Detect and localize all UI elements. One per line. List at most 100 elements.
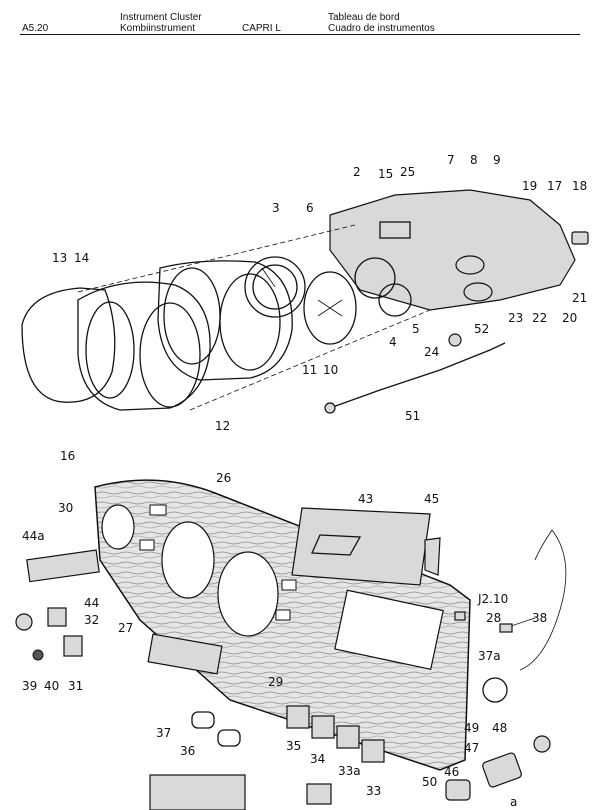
cluster-bezel: [77, 281, 211, 411]
callout-39: 39: [22, 679, 37, 693]
cable-clip-28: [454, 611, 466, 621]
callout-36: 36: [180, 744, 195, 758]
dashboard-panel-view: [15, 479, 567, 810]
callout-40: 40: [44, 679, 59, 693]
title-french: Tableau de bord: [328, 12, 400, 23]
callout-a: a: [510, 795, 517, 809]
callout-44a: 44a: [22, 529, 45, 543]
cluster-clip: [571, 231, 589, 245]
callout-33: 33: [366, 784, 381, 798]
cluster-lens: [21, 287, 116, 403]
callout-38: 38: [532, 611, 547, 625]
callout-22: 22: [532, 311, 547, 325]
switch-housing: [63, 635, 83, 657]
callout-33a: 33a: [338, 764, 361, 778]
header-rule: [20, 34, 580, 35]
callout-48: 48: [492, 721, 507, 735]
lower-trim: [149, 774, 246, 810]
panel-clip: [424, 537, 441, 576]
callout-45: 45: [424, 492, 439, 506]
printed-circuit: [379, 221, 411, 239]
bulb-holder-36: [217, 729, 241, 747]
callout-32: 32: [84, 613, 99, 627]
cable-grommet: [448, 333, 462, 347]
callout-8: 8: [470, 153, 478, 167]
bulb-holder-upper: [455, 255, 485, 275]
rheostat-switch: [47, 607, 67, 627]
callout-9: 9: [493, 153, 501, 167]
callout-16: 16: [60, 449, 75, 463]
callout-labels: 13 14 16 12 11 10 3 6 2 15 25 7 8 9 19 1…: [22, 153, 587, 809]
rocker-switch-lower: [306, 783, 332, 805]
switch-block-center: [147, 633, 223, 675]
callout-3: 3: [272, 201, 280, 215]
rocker-switch-34: [311, 715, 335, 739]
temperature-gauge: [378, 283, 412, 317]
callout-29: 29: [268, 675, 283, 689]
callout-46: 46: [444, 765, 459, 779]
lighter-bezel: [482, 677, 508, 703]
callout-52: 52: [474, 322, 489, 336]
callout-31: 31: [68, 679, 83, 693]
cluster-mask-plate: [157, 260, 293, 381]
fuel-gauge: [354, 257, 396, 299]
callout-19: 19: [522, 179, 537, 193]
callout-11: 11: [302, 363, 317, 377]
callout-47: 47: [464, 741, 479, 755]
wiring-harness: [519, 529, 567, 671]
rocker-switch-33: [361, 739, 385, 763]
callout-43: 43: [358, 492, 373, 506]
speedometer-dial: [244, 256, 306, 318]
rocker-switch-33a: [336, 725, 360, 749]
callout-25: 25: [400, 165, 415, 179]
callout-51: 51: [405, 409, 420, 423]
callout-49: 49: [464, 721, 479, 735]
callout-2: 2: [353, 165, 361, 179]
title-spanish: Cuadro de instrumentos: [328, 23, 435, 34]
callout-14: 14: [74, 251, 89, 265]
callout-j2-10: J2.10: [477, 592, 508, 606]
callout-37a: 37a: [478, 649, 501, 663]
callout-13: 13: [52, 251, 67, 265]
mask-opening-left: [163, 267, 221, 365]
callout-17: 17: [547, 179, 562, 193]
clock-panel: [291, 507, 431, 586]
cigar-lighter: [482, 752, 522, 788]
title-english: Instrument Cluster: [120, 12, 202, 23]
rocker-switch-35: [286, 705, 310, 729]
knob-nut: [32, 649, 44, 661]
callout-5: 5: [412, 322, 420, 336]
callout-35: 35: [286, 739, 301, 753]
bulb-holder-37: [191, 711, 215, 729]
callout-21: 21: [572, 291, 587, 305]
callout-28: 28: [486, 611, 501, 625]
callout-27: 27: [118, 621, 133, 635]
callout-18: 18: [572, 179, 587, 193]
bezel-opening-left: [85, 301, 135, 399]
callout-30: 30: [58, 501, 73, 515]
callout-24: 24: [424, 345, 439, 359]
callout-6: 6: [306, 201, 314, 215]
bezel-opening-right: [139, 302, 201, 408]
callout-50: 50: [422, 775, 437, 789]
page-code: A5.20: [22, 23, 49, 34]
callout-44: 44: [84, 596, 99, 610]
speedometer-cable: [329, 342, 506, 409]
switch-block-left: [26, 549, 100, 583]
callout-34: 34: [310, 752, 325, 766]
callout-15: 15: [378, 167, 393, 181]
callout-37: 37: [156, 726, 171, 740]
callout-10: 10: [323, 363, 338, 377]
rheostat-knob: [15, 613, 33, 631]
callout-12: 12: [215, 419, 230, 433]
model-name: CAPRI L: [242, 23, 281, 34]
callout-20: 20: [562, 311, 577, 325]
title-german: Kombiinstrument: [120, 23, 196, 34]
callout-23: 23: [508, 311, 523, 325]
mask-opening-right: [219, 273, 281, 371]
bulb-holder-lower: [463, 282, 493, 302]
cluster-housing: [329, 189, 576, 311]
cluster-exploded-view: [21, 189, 589, 414]
